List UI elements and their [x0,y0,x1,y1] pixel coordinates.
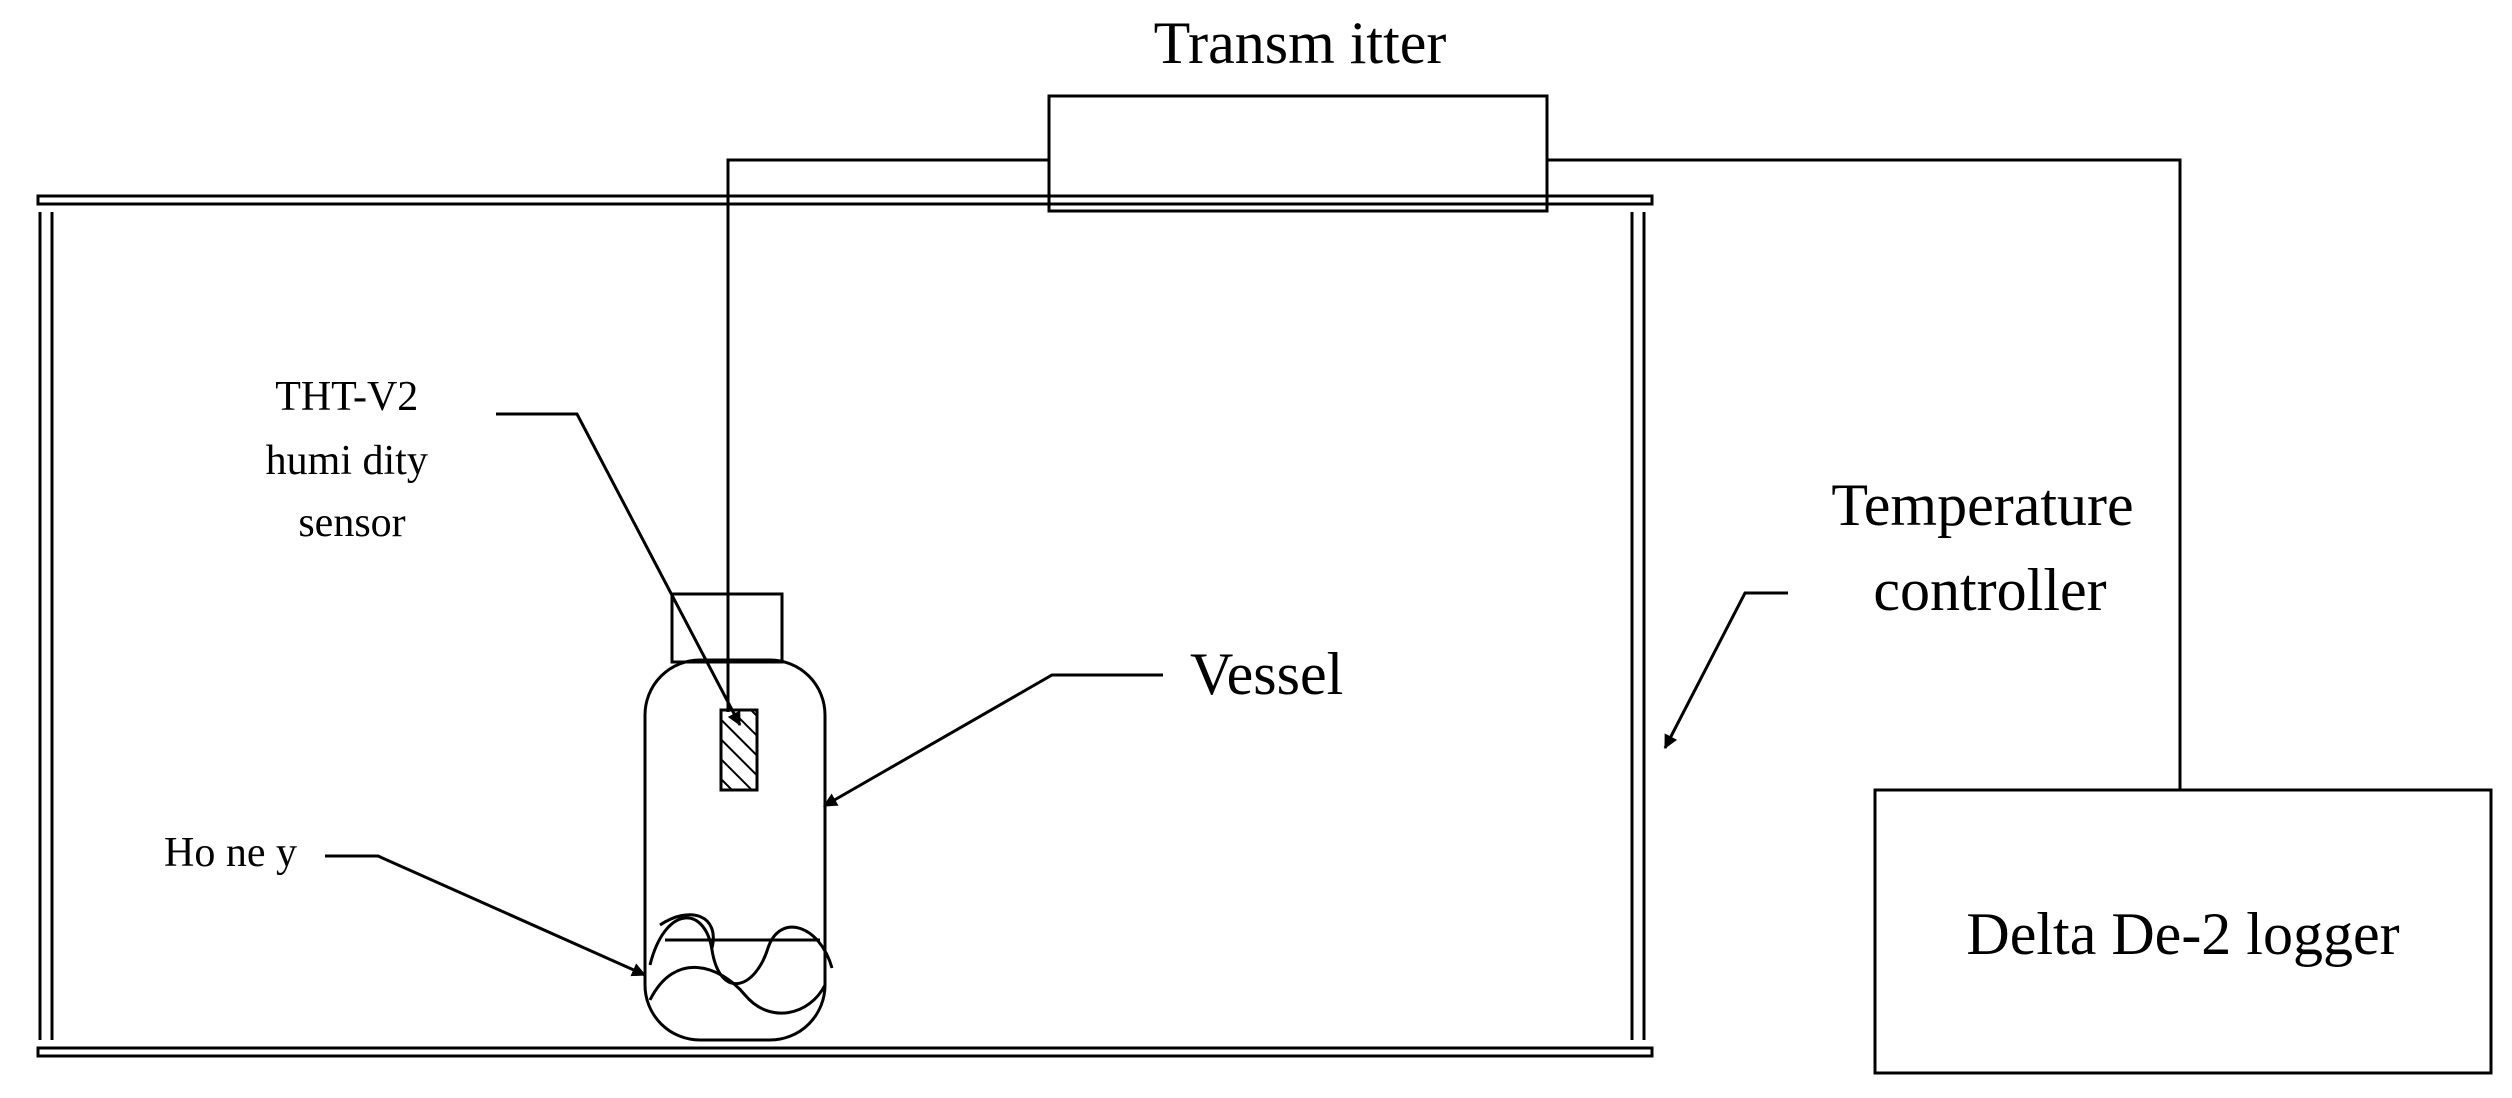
temperature-controller-label: Temperature controller [1831,472,2148,623]
vessel [643,592,834,1042]
vessel-label: Vessel [1190,641,1343,707]
logger-box [1873,788,2493,1075]
controller-leader-line [1663,591,1788,750]
honey [648,913,834,1015]
temperature-controller-chamber [36,194,1654,1058]
sensor-leader-line [496,412,742,727]
transmitter-box [1047,94,1549,213]
vessel-body [643,658,827,1042]
honey-label: Ho ne y [164,830,297,876]
logger-cable [1547,158,2182,790]
vessel-leader-line [822,673,1163,808]
logger-label: Delta De-2 logger [1966,901,2399,967]
sensor-label: THT-V2 humi dity sensor [266,374,439,546]
transmitter-label: Transm itter [1154,10,1447,76]
vessel-cap [670,592,784,664]
honey-leader-line [325,854,647,977]
sensor-cable [726,158,1050,712]
